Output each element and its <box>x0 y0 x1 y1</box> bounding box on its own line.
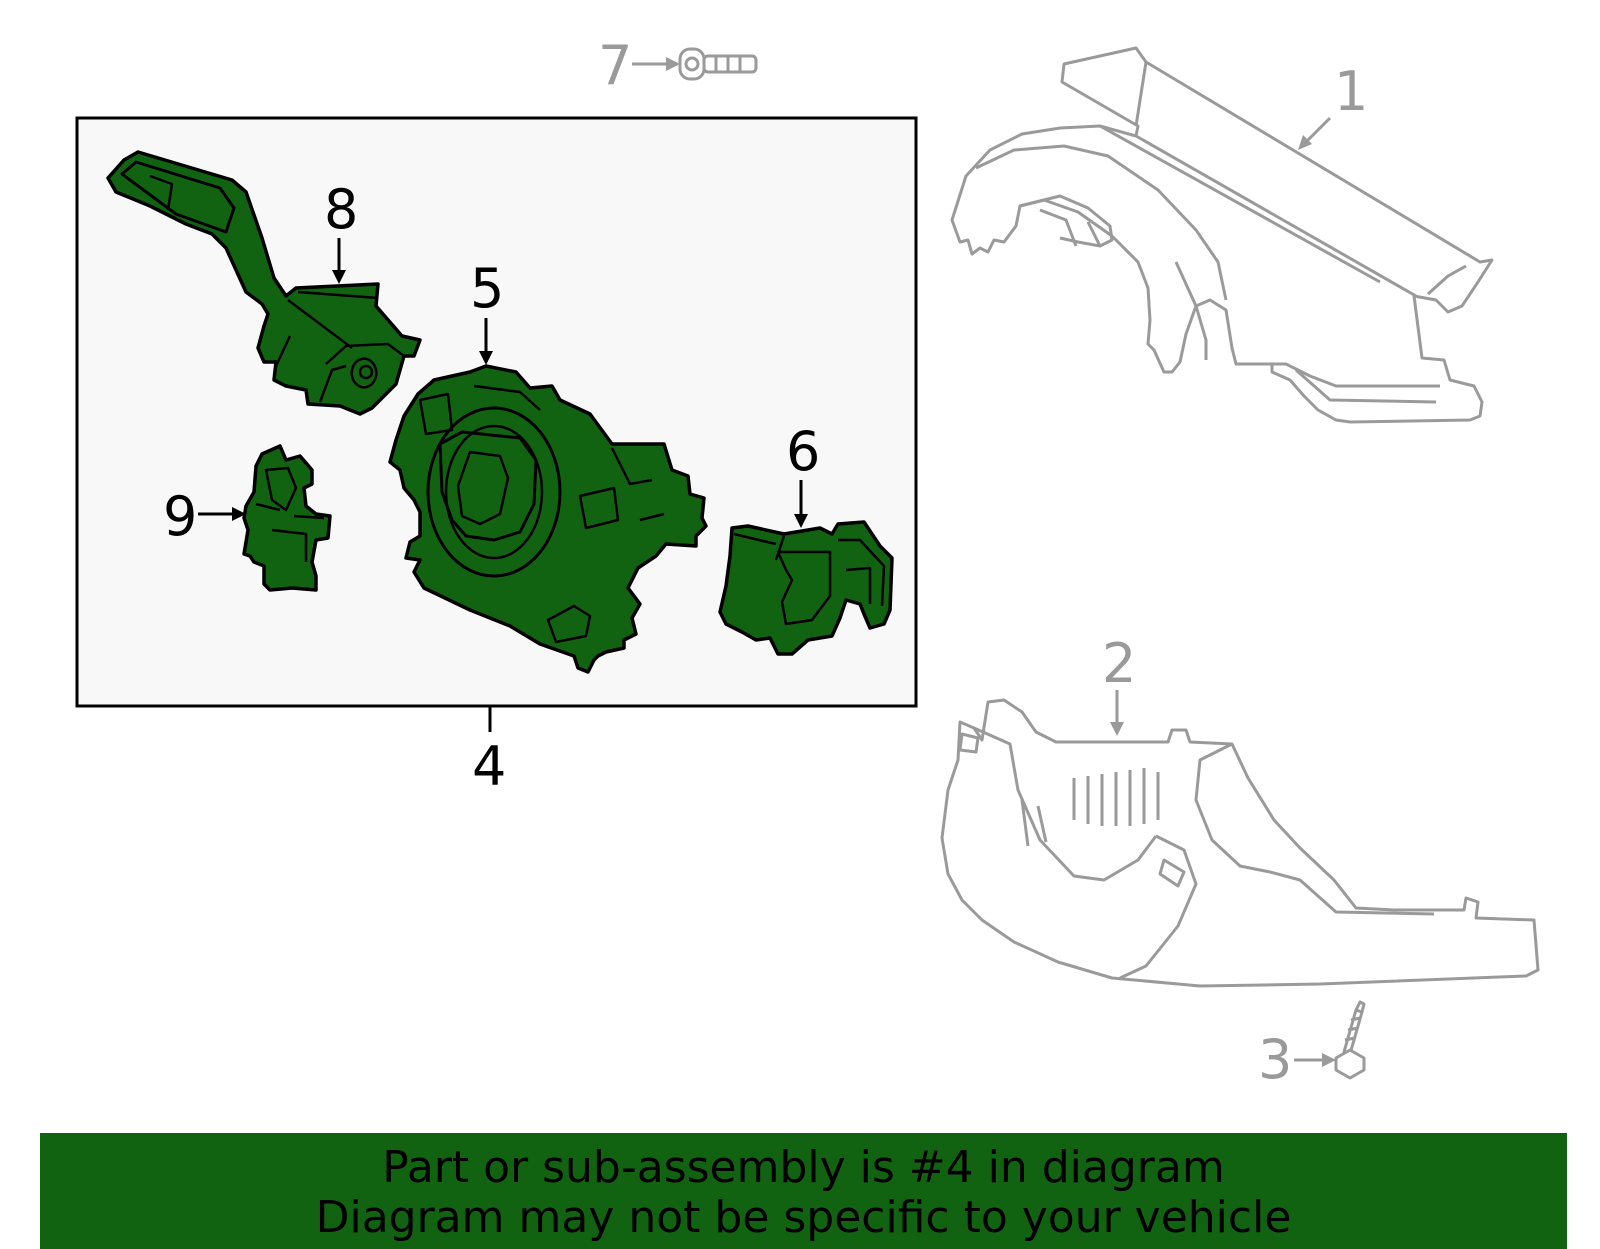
callout-3-arrowhead <box>1322 1053 1336 1067</box>
callout-2-arrowhead <box>1110 722 1124 736</box>
part-9-module[interactable] <box>242 444 332 592</box>
callout-1-arrowhead <box>1298 135 1312 150</box>
callout-1: 1 <box>1334 60 1368 123</box>
part-7-bolt[interactable] <box>678 47 758 81</box>
callout-9: 9 <box>163 485 197 548</box>
part-2-lower-shroud[interactable] <box>940 698 1540 988</box>
parts-diagram: 4 8 5 9 <box>75 34 1540 1091</box>
part-5-clock-spring[interactable] <box>388 364 708 674</box>
callout-7-arrowhead <box>666 57 680 71</box>
callout-5: 5 <box>470 257 504 320</box>
callout-8: 8 <box>324 178 358 241</box>
part-6-switch[interactable] <box>718 520 894 656</box>
part-1-upper-shroud[interactable] <box>950 46 1494 424</box>
callout-1-leader <box>1304 116 1332 144</box>
callout-2: 2 <box>1102 632 1136 695</box>
callout-7: 7 <box>598 34 632 97</box>
callout-8-arrowhead <box>332 270 346 284</box>
callout-6: 6 <box>786 420 820 483</box>
callout-6-arrowhead <box>794 514 808 528</box>
part-3-screw[interactable] <box>1334 1000 1366 1080</box>
part-8-stalk-switch[interactable] <box>106 150 422 416</box>
callout-4: 4 <box>472 735 506 798</box>
callout-5-arrowhead <box>479 351 493 365</box>
info-banner: Part or sub-assembly is #4 in diagram Di… <box>40 1133 1567 1249</box>
banner-line-2: Diagram may not be specific to your vehi… <box>315 1192 1292 1243</box>
banner-line-1: Part or sub-assembly is #4 in diagram <box>382 1142 1225 1193</box>
callout-3: 3 <box>1258 1028 1292 1091</box>
callout-9-arrowhead <box>232 507 246 521</box>
